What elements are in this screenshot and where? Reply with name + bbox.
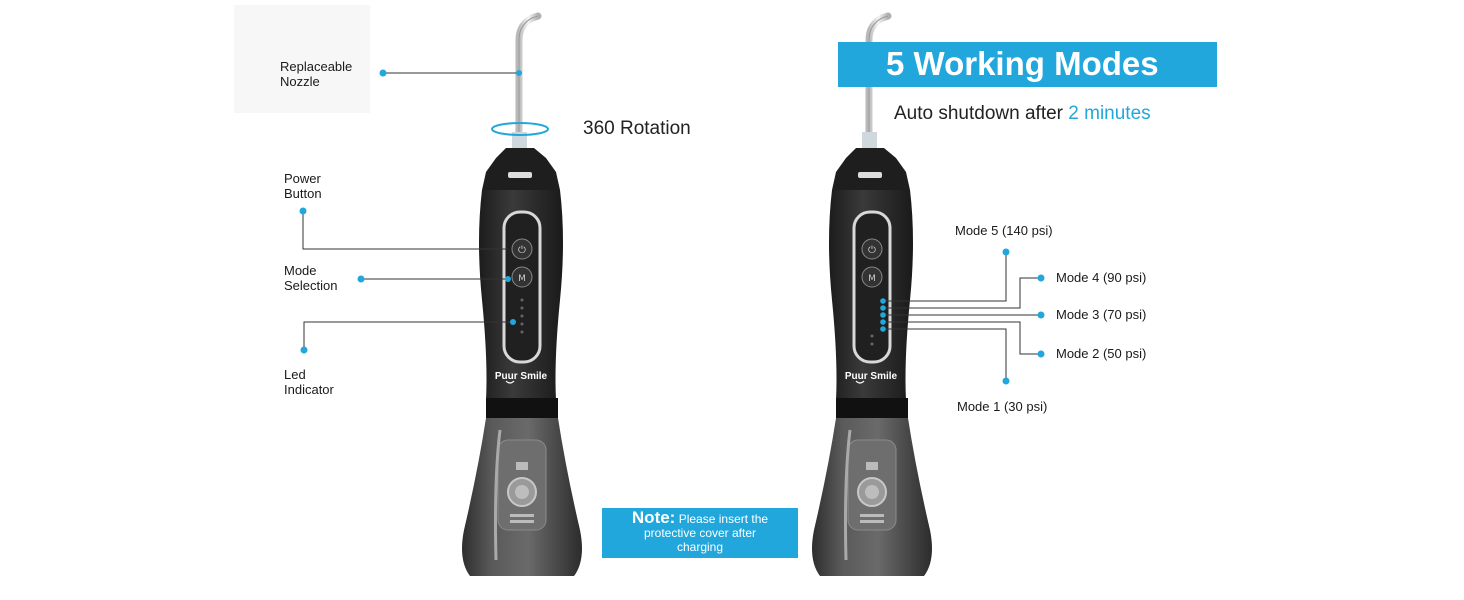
- mode3-dot: [1037, 311, 1045, 319]
- subtitle-highlight: 2 minutes: [1068, 103, 1151, 124]
- nozzle-label: Replaceable Nozzle: [280, 59, 352, 89]
- mode2-label: Mode 2 (50 psi): [1056, 346, 1147, 361]
- right-power-button: [861, 238, 883, 260]
- svg-text:M: M: [868, 274, 876, 284]
- nozzle-dot: [379, 69, 387, 77]
- right-brand: Puur Smile: [845, 371, 898, 382]
- mode-label-line1: Mode: [284, 263, 317, 278]
- mode4-label: Mode 4 (90 psi): [1056, 270, 1147, 285]
- nozzle-label-card: [234, 5, 370, 113]
- power-label-line1: Power: [284, 171, 321, 186]
- left-mode-button: [511, 266, 533, 288]
- mode-label-line2: Selection: [284, 278, 338, 293]
- led-indicator-label: Led Indicator: [284, 367, 334, 397]
- power-dot: [299, 207, 307, 215]
- note-title: Note:: [631, 508, 676, 527]
- mode5-dot: [1002, 248, 1010, 256]
- power-button-label: Power Button: [284, 171, 322, 201]
- note-text-line3: charging: [676, 540, 724, 554]
- nozzle-label-line2: Nozzle: [280, 74, 320, 89]
- power-label-line2: Button: [284, 186, 322, 201]
- left-device: ⏻ M Puur Smile: [462, 12, 582, 576]
- left-brand: Puur Smile: [495, 371, 548, 382]
- nozzle-label-line1: Replaceable: [280, 59, 353, 74]
- subtitle-prefix: Auto shutdown after: [894, 103, 1069, 124]
- led-label-line1: Led: [284, 367, 306, 382]
- note-text-line1: Please insert the: [678, 512, 769, 526]
- mode1-dot: [1002, 377, 1010, 385]
- note-text-line2: protective cover after: [643, 526, 757, 540]
- rotation-ring: [491, 122, 549, 136]
- svg-text:⏻: ⏻: [868, 245, 876, 256]
- left-nozzle: [515, 12, 542, 144]
- mode2-dot: [1037, 350, 1045, 358]
- mode-dot: [357, 275, 365, 283]
- led-dot: [300, 346, 308, 354]
- mode4-dot: [1037, 274, 1045, 282]
- title-banner: [838, 42, 1217, 87]
- note-box: Note: Please insert the protective cover…: [602, 508, 798, 558]
- svg-text:⏻: ⏻: [518, 245, 526, 256]
- mode3-label: Mode 3 (70 psi): [1056, 307, 1147, 322]
- mode-selection-label: Mode Selection: [284, 263, 337, 293]
- page-subtitle: Auto shutdown after 2 minutes: [894, 103, 1151, 125]
- right-mode-button: [861, 266, 883, 288]
- led-label-line2: Indicator: [284, 382, 334, 397]
- svg-text:M: M: [518, 274, 526, 284]
- left-callouts: [302, 72, 519, 350]
- rotation-label: 360 Rotation: [583, 118, 691, 139]
- mode1-label: Mode 1 (30 psi): [957, 399, 1048, 414]
- mode5-label: Mode 5 (140 psi): [955, 223, 1053, 238]
- mode-callouts: [883, 252, 1040, 381]
- page-title: 5 Working Modes: [886, 45, 1159, 82]
- right-device: ⏻ M Puur Smile: [812, 12, 932, 576]
- left-power-button: [511, 238, 533, 260]
